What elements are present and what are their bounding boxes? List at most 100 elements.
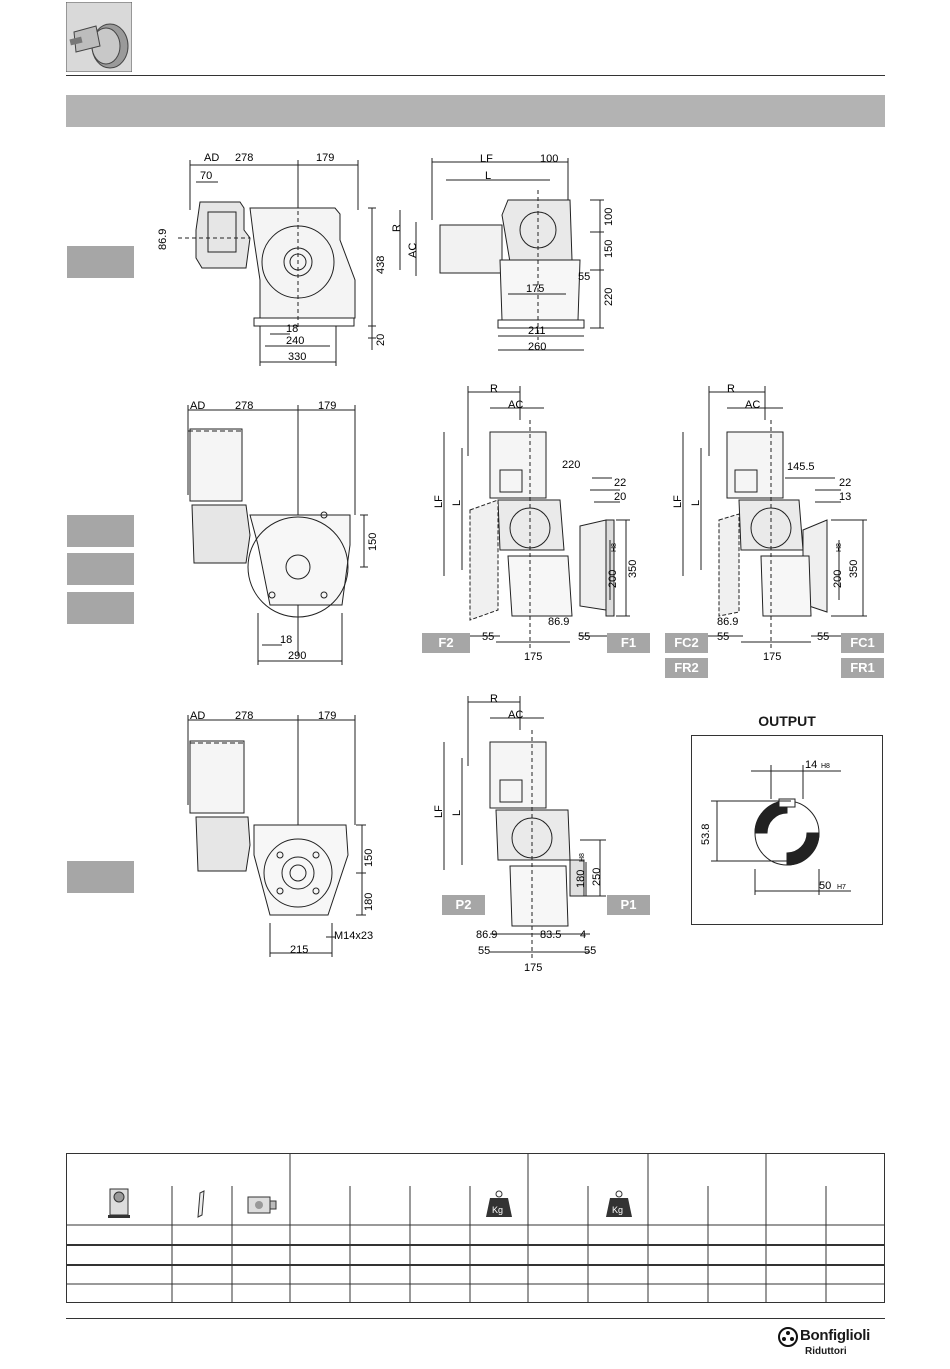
dimension-table: Kg Kg — [66, 1153, 885, 1303]
dim-260: 260 — [528, 341, 546, 353]
dim-ac-2: AC — [508, 399, 523, 411]
dim-278-2: 278 — [235, 400, 253, 412]
tol-h8-3: H8 — [579, 853, 586, 862]
drawing-flange-fc: R AC LF L 145.5 22 13 200 H8 350 86.9 55… — [672, 383, 867, 663]
dim-330: 330 — [288, 351, 306, 363]
dim-ac: AC — [407, 243, 419, 258]
weight-icon-1: Kg — [486, 1190, 512, 1217]
drawing-foot-front: LF 100 L R AC 100 150 220 55 175 211 260 — [391, 153, 615, 353]
output-bore: 50 — [819, 880, 831, 892]
tag-p2: P2 — [442, 895, 485, 915]
dim-278: 278 — [235, 152, 253, 164]
header-rule — [66, 75, 885, 76]
footer-rule — [66, 1318, 885, 1319]
drawing-foot-side: AD 278 179 70 86.9 438 20 18 240 330 — [157, 152, 387, 366]
tag-f1: F1 — [607, 633, 650, 653]
output-bore-tol: H7 — [837, 884, 846, 891]
tag-fr1: FR1 — [841, 658, 884, 678]
dim-175-4: 175 — [524, 962, 542, 974]
dim-86-9: 86.9 — [157, 229, 169, 250]
brand-icon — [778, 1327, 798, 1347]
dim-lf-4: LF — [433, 805, 445, 818]
tag-fc1: FC1 — [841, 633, 884, 653]
dim-200-2: 200 — [832, 570, 844, 588]
dim-179: 179 — [316, 152, 334, 164]
section-band — [66, 95, 885, 127]
dim-r-2: R — [490, 383, 498, 395]
dim-350: 350 — [627, 560, 639, 578]
variant-tab-2[interactable] — [67, 515, 134, 547]
dim-150: 150 — [603, 240, 615, 258]
dim-r: R — [391, 224, 403, 232]
dim-r-3: R — [727, 383, 735, 395]
dim-55: 55 — [578, 271, 590, 283]
output-title: OUTPUT — [758, 713, 816, 729]
gearbox-icon — [108, 1188, 130, 1218]
output-detail: 14 H8 53.8 50 H7 — [691, 735, 883, 925]
dim-200: 200 — [607, 570, 619, 588]
dim-55-5: 55 — [817, 631, 829, 643]
dim-l-2: L — [451, 500, 463, 506]
brand-sub: Riduttori — [805, 1346, 847, 1357]
dim-86-9-4: 86.9 — [476, 929, 497, 941]
variant-tab-3[interactable] — [67, 553, 134, 585]
dim-86-9-3: 86.9 — [717, 616, 738, 628]
drawing-shaft-front: R AC LF L 180 H8 250 86.9 83.5 4 55 55 1… — [433, 693, 606, 974]
dim-ac-3: AC — [745, 399, 760, 411]
dim-ac-4: AC — [508, 709, 523, 721]
tag-f2: F2 — [422, 633, 470, 653]
dim-ad-2: AD — [190, 400, 205, 412]
dim-20-2: 20 — [614, 491, 626, 503]
dim-70: 70 — [200, 170, 212, 182]
brand-name: Bonfiglioli — [800, 1327, 871, 1344]
dim-lf-2: LF — [433, 495, 445, 508]
dim-179-2: 179 — [318, 400, 336, 412]
drawing-shaft-side: AD 278 179 150 180 M14x23 215 — [187, 710, 375, 957]
weight-unit-2: Kg — [612, 1205, 623, 1215]
variant-tab-1[interactable] — [67, 246, 134, 278]
tol-h8: H8 — [611, 543, 618, 552]
dim-55-2: 55 — [482, 631, 494, 643]
dim-55-3: 55 — [578, 631, 590, 643]
dim-100-side: 100 — [603, 208, 615, 226]
dim-86-9-2: 86.9 — [548, 616, 569, 628]
dim-22-2: 22 — [839, 477, 851, 489]
dim-m14x23: M14x23 — [334, 930, 373, 942]
dim-83-5: 83.5 — [540, 929, 561, 941]
dim-13: 13 — [839, 491, 851, 503]
dim-175: 175 — [526, 283, 544, 295]
dim-55-7: 55 — [584, 945, 596, 957]
dim-220-2: 220 — [562, 459, 580, 471]
output-key-tol: H8 — [821, 763, 830, 770]
tag-fc2: FC2 — [665, 633, 708, 653]
dim-278-3: 278 — [235, 710, 253, 722]
dim-179-3: 179 — [318, 710, 336, 722]
dim-175-2: 175 — [524, 651, 542, 663]
dim-438: 438 — [375, 256, 387, 274]
product-logo — [65, 1, 133, 73]
dim-l-4: L — [451, 810, 463, 816]
drawing-flange-side: AD 278 179 150 18 290 — [187, 400, 379, 665]
dim-240: 240 — [286, 335, 304, 347]
dim-350-2: 350 — [848, 560, 860, 578]
output-height: 53.8 — [700, 824, 712, 845]
dim-4: 4 — [580, 929, 586, 941]
tag-p1: P1 — [607, 895, 650, 915]
dim-250: 250 — [591, 868, 603, 886]
dim-l-3: L — [690, 500, 702, 506]
weight-icon-2: Kg — [606, 1190, 632, 1217]
dim-180-2: 180 — [575, 870, 587, 888]
dim-290: 290 — [288, 650, 306, 662]
dim-215: 215 — [290, 944, 308, 956]
dim-22: 22 — [614, 477, 626, 489]
dim-18-2: 18 — [280, 634, 292, 646]
drawing-flange-front: R AC LF L 220 22 20 200 H8 350 86.9 55 5… — [433, 383, 639, 663]
output-key: 14 — [805, 759, 817, 771]
dim-150-3: 150 — [363, 849, 375, 867]
tol-h8-2: H8 — [836, 543, 843, 552]
variant-tab-5[interactable] — [67, 861, 134, 893]
dim-211: 211 — [528, 325, 546, 337]
variant-tab-4[interactable] — [67, 592, 134, 624]
dim-ad: AD — [204, 152, 219, 164]
dim-55-6: 55 — [478, 945, 490, 957]
